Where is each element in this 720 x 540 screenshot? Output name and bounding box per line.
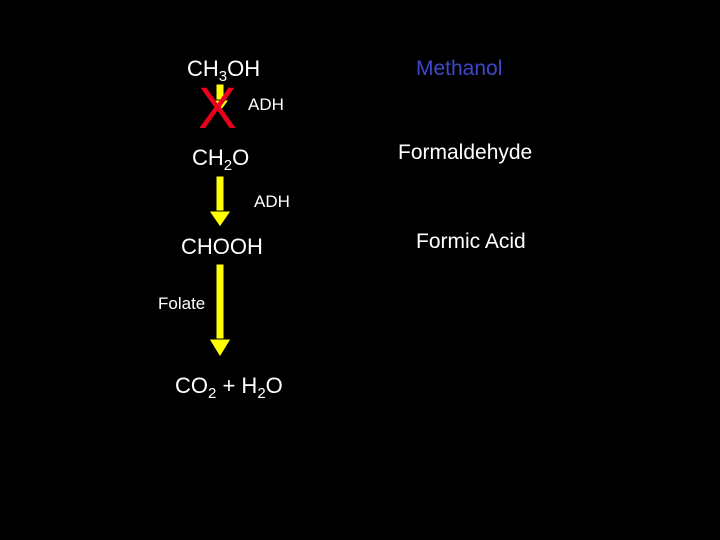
enzyme-label-adh-2: ADH xyxy=(254,192,290,211)
methanol-name: Methanol xyxy=(416,57,503,80)
methanol-formula: CH3OH xyxy=(187,56,261,85)
formaldehyde-name: Formaldehyde xyxy=(398,141,533,164)
arrow-step-2 xyxy=(208,175,232,228)
formaldehyde-formula: CH2O xyxy=(192,145,250,174)
carbon-dioxide-water-formula: CO2 + H2O xyxy=(175,373,283,402)
arrow-step-1 xyxy=(210,83,230,113)
formic-acid-formula: CHOOH xyxy=(181,234,263,259)
arrow-step-3 xyxy=(208,263,232,358)
formic-acid-name: Formic Acid xyxy=(416,230,526,253)
enzyme-label-adh-1: ADH xyxy=(248,95,284,114)
cofactor-label-folate: Folate xyxy=(158,294,206,313)
blocked-step-mark: X xyxy=(198,76,237,141)
